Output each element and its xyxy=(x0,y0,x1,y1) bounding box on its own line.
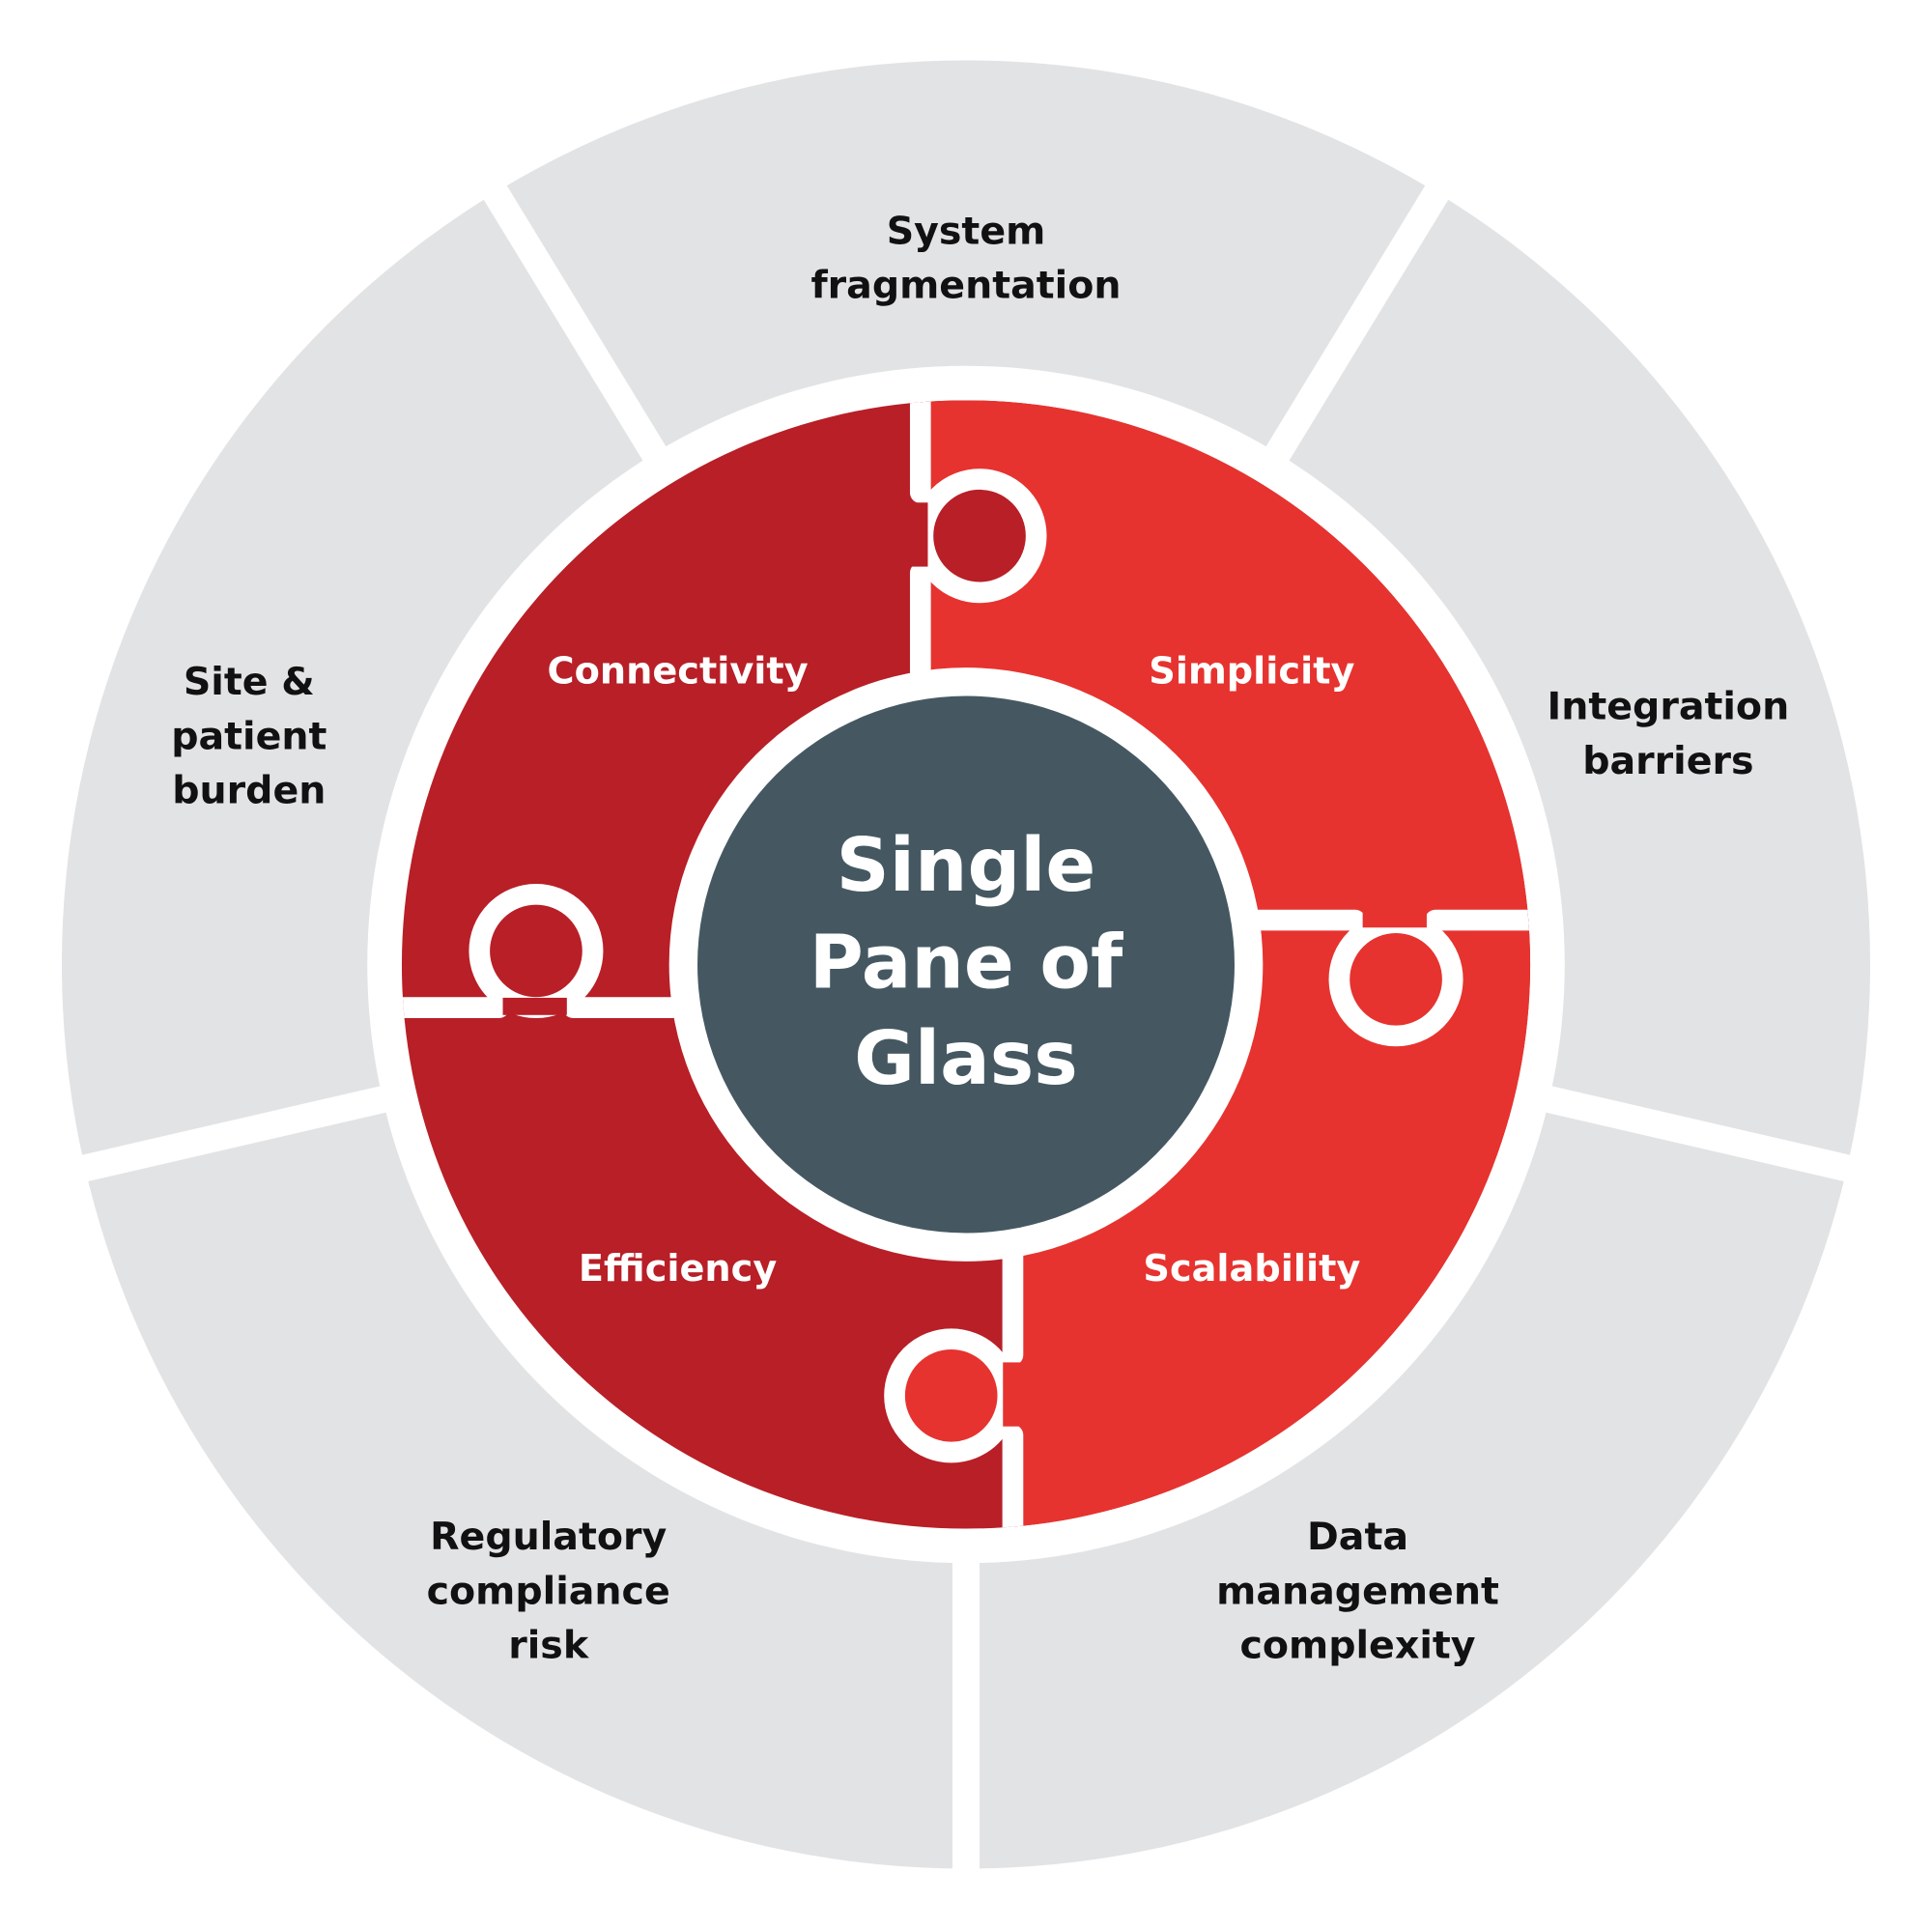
challenge-site-patient-burden: Site & patient burden xyxy=(171,660,327,812)
challenge-line: risk xyxy=(508,1623,590,1667)
challenge-line: Site & xyxy=(184,660,315,704)
challenge-line: patient xyxy=(171,714,327,758)
piece-label-scalability: Scalability xyxy=(1143,1247,1360,1291)
challenge-line: management xyxy=(1216,1569,1499,1613)
piece-label-efficiency: Efficiency xyxy=(579,1247,777,1291)
puzzle-knob-bottom xyxy=(884,1328,1019,1463)
center-title-line-3: Glass xyxy=(854,1016,1078,1102)
challenge-line: Regulatory xyxy=(430,1515,667,1559)
challenge-regulatory-compliance-risk: Regulatory compliance risk xyxy=(427,1515,670,1667)
piece-label-simplicity: Simplicity xyxy=(1149,650,1354,694)
challenge-integration-barriers: Integration barriers xyxy=(1548,685,1790,783)
piece-label-connectivity: Connectivity xyxy=(548,650,809,694)
challenge-line: Integration xyxy=(1548,685,1790,729)
challenge-line: complexity xyxy=(1239,1623,1475,1667)
center-title-line-2: Pane of xyxy=(810,921,1123,1007)
puzzle-knob-right xyxy=(1328,912,1463,1047)
center-title-line-1: Single xyxy=(837,823,1096,909)
puzzle-knob-top xyxy=(912,468,1047,604)
challenge-data-management-complexity: Data management complexity xyxy=(1216,1515,1499,1667)
challenge-line: System xyxy=(887,209,1046,253)
center-hub xyxy=(697,695,1235,1234)
challenge-line: burden xyxy=(172,768,326,812)
challenge-line: Data xyxy=(1307,1515,1408,1559)
challenge-line: barriers xyxy=(1582,739,1753,783)
puzzle-knob-left xyxy=(469,883,604,1018)
challenge-line: compliance xyxy=(427,1569,670,1613)
challenge-system-fragmentation: System fragmentation xyxy=(810,209,1121,307)
challenge-line: fragmentation xyxy=(810,264,1121,308)
